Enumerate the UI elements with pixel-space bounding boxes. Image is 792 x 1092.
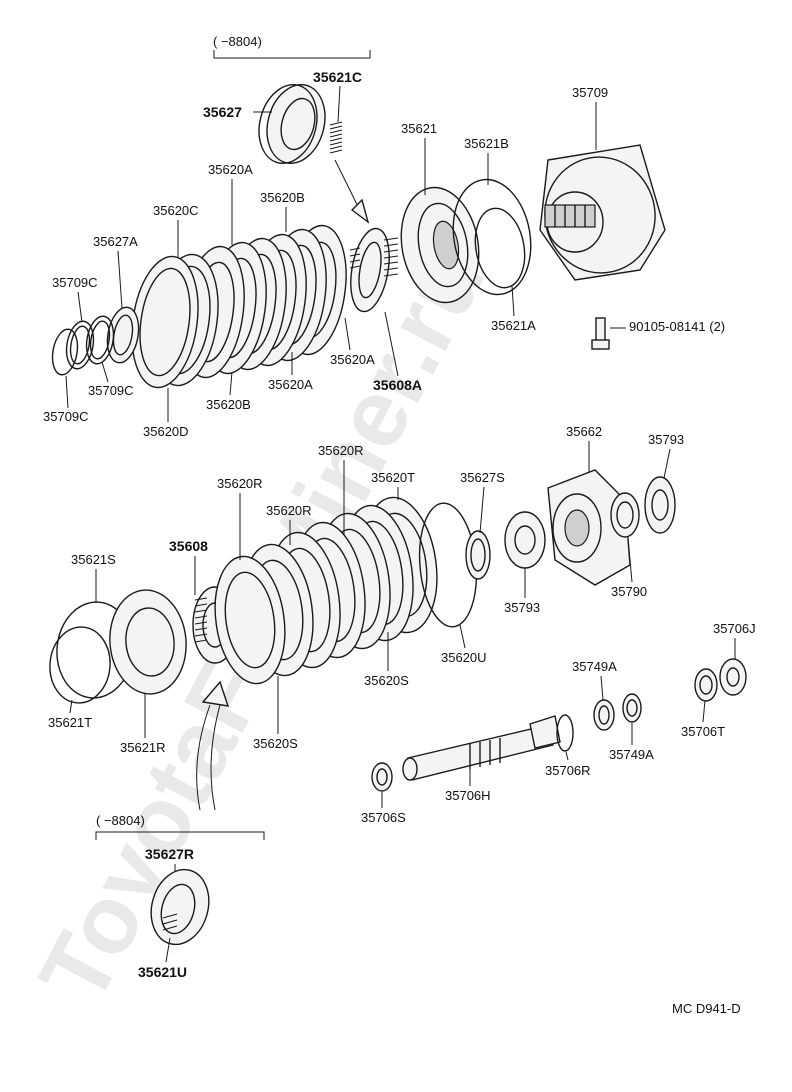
label-35627R: 35627R (145, 846, 194, 862)
label-35706S: 35706S (361, 810, 406, 825)
arrow-head-bottom (201, 680, 230, 707)
label-35709C-1: 35709C (52, 275, 98, 290)
label-35621U: 35621U (138, 964, 187, 980)
clutch-plate-pack-top[interactable] (124, 221, 354, 391)
label-35749A-1: 35749A (572, 659, 617, 674)
part-35709C-snap-ring-3[interactable] (49, 327, 81, 376)
part-35709-clutch-drum[interactable] (536, 144, 666, 282)
part-90105-bolt[interactable] (591, 317, 610, 350)
part-35706T-washer[interactable] (694, 668, 718, 702)
label-35793-1: 35793 (648, 432, 684, 447)
part-35627-seal[interactable] (251, 78, 334, 170)
part-35706S-washer[interactable] (371, 762, 393, 792)
label-35620R-3: 35620R (266, 503, 312, 518)
part-35793-thrust-washer-2[interactable] (644, 476, 676, 534)
label-35620A-top: 35620A (208, 162, 253, 177)
label-35627A: 35627A (93, 234, 138, 249)
part-35749A-ring-1[interactable] (593, 699, 615, 731)
part-35706J-washer[interactable] (719, 658, 747, 696)
part-35793-thrust-washer-1[interactable] (504, 511, 546, 569)
label-35627S: 35627S (460, 470, 505, 485)
label-35793-2: 35793 (504, 600, 540, 615)
part-35662-carrier[interactable] (547, 469, 631, 586)
label-35620S-2: 35620S (253, 736, 298, 751)
label-35709: 35709 (572, 85, 608, 100)
label-35627: 35627 (203, 104, 242, 120)
date-range-bottom: ( −8804) (96, 813, 145, 828)
assembly-arrow-bottom (196, 704, 211, 811)
label-35621R: 35621R (120, 740, 166, 755)
part-35790-bearing[interactable] (610, 492, 640, 538)
part-35621T-o-ring[interactable] (47, 625, 113, 706)
date-bracket-bottom: ( −8804) (95, 813, 265, 840)
part-35621R-piston[interactable] (106, 587, 191, 697)
part-35709C-snap-ring-2[interactable] (63, 319, 97, 371)
label-35709C-2: 35709C (88, 383, 134, 398)
diagram-code: MC D941-D (672, 1001, 741, 1016)
part-35709C-snap-ring-1[interactable] (83, 314, 117, 366)
label-35621C: 35621C (313, 69, 362, 85)
label-35790: 35790 (611, 584, 647, 599)
label-35620U: 35620U (441, 650, 487, 665)
part-35706R-snap-ring[interactable] (556, 714, 574, 752)
part-35749A-ring-2[interactable] (622, 693, 642, 723)
label-35706H: 35706H (445, 788, 491, 803)
label-35608: 35608 (169, 538, 208, 554)
date-bracket-top: ( −8804) (213, 34, 371, 59)
part-35627S-ring[interactable] (465, 530, 491, 580)
label-35620D: 35620D (143, 424, 189, 439)
label-35608A: 35608A (373, 377, 422, 393)
label-35749A-2: 35749A (609, 747, 654, 762)
part-35621-piston[interactable] (393, 181, 488, 308)
label-35621B: 35621B (464, 136, 509, 151)
label-35706T: 35706T (681, 724, 725, 739)
label-35662: 35662 (566, 424, 602, 439)
label-35620R-1: 35620R (318, 443, 364, 458)
part-35608A-spring-retainer[interactable] (345, 226, 399, 315)
label-35706R: 35706R (545, 763, 591, 778)
label-35709C-3: 35709C (43, 409, 89, 424)
part-35706H-shaft[interactable] (402, 715, 561, 781)
part-35621C-springs[interactable] (329, 121, 343, 154)
label-35620A-low: 35620A (268, 377, 313, 392)
label-35620R-2: 35620R (217, 476, 263, 491)
label-35706J: 35706J (713, 621, 756, 636)
label-35620C: 35620C (153, 203, 199, 218)
label-35621A: 35621A (491, 318, 536, 333)
arrow-head-top (350, 198, 370, 224)
label-35621S: 35621S (71, 552, 116, 567)
label-35620A-mid: 35620A (330, 352, 375, 367)
label-35621T: 35621T (48, 715, 92, 730)
label-35620S-1: 35620S (364, 673, 409, 688)
label-35620T: 35620T (371, 470, 415, 485)
part-35627R-seal[interactable] (143, 863, 217, 951)
label-35620B-top: 35620B (260, 190, 305, 205)
label-35621: 35621 (401, 121, 437, 136)
label-35620B-low: 35620B (206, 397, 251, 412)
date-range-top: ( −8804) (213, 34, 262, 49)
part-35627A-ring[interactable] (103, 305, 142, 365)
clutch-plate-pack-mid[interactable] (207, 493, 445, 688)
part-35621A-o-ring[interactable] (469, 204, 530, 291)
part-35621B-o-ring[interactable] (445, 173, 540, 300)
label-90105-08141: 90105-08141 (2) (629, 319, 725, 334)
